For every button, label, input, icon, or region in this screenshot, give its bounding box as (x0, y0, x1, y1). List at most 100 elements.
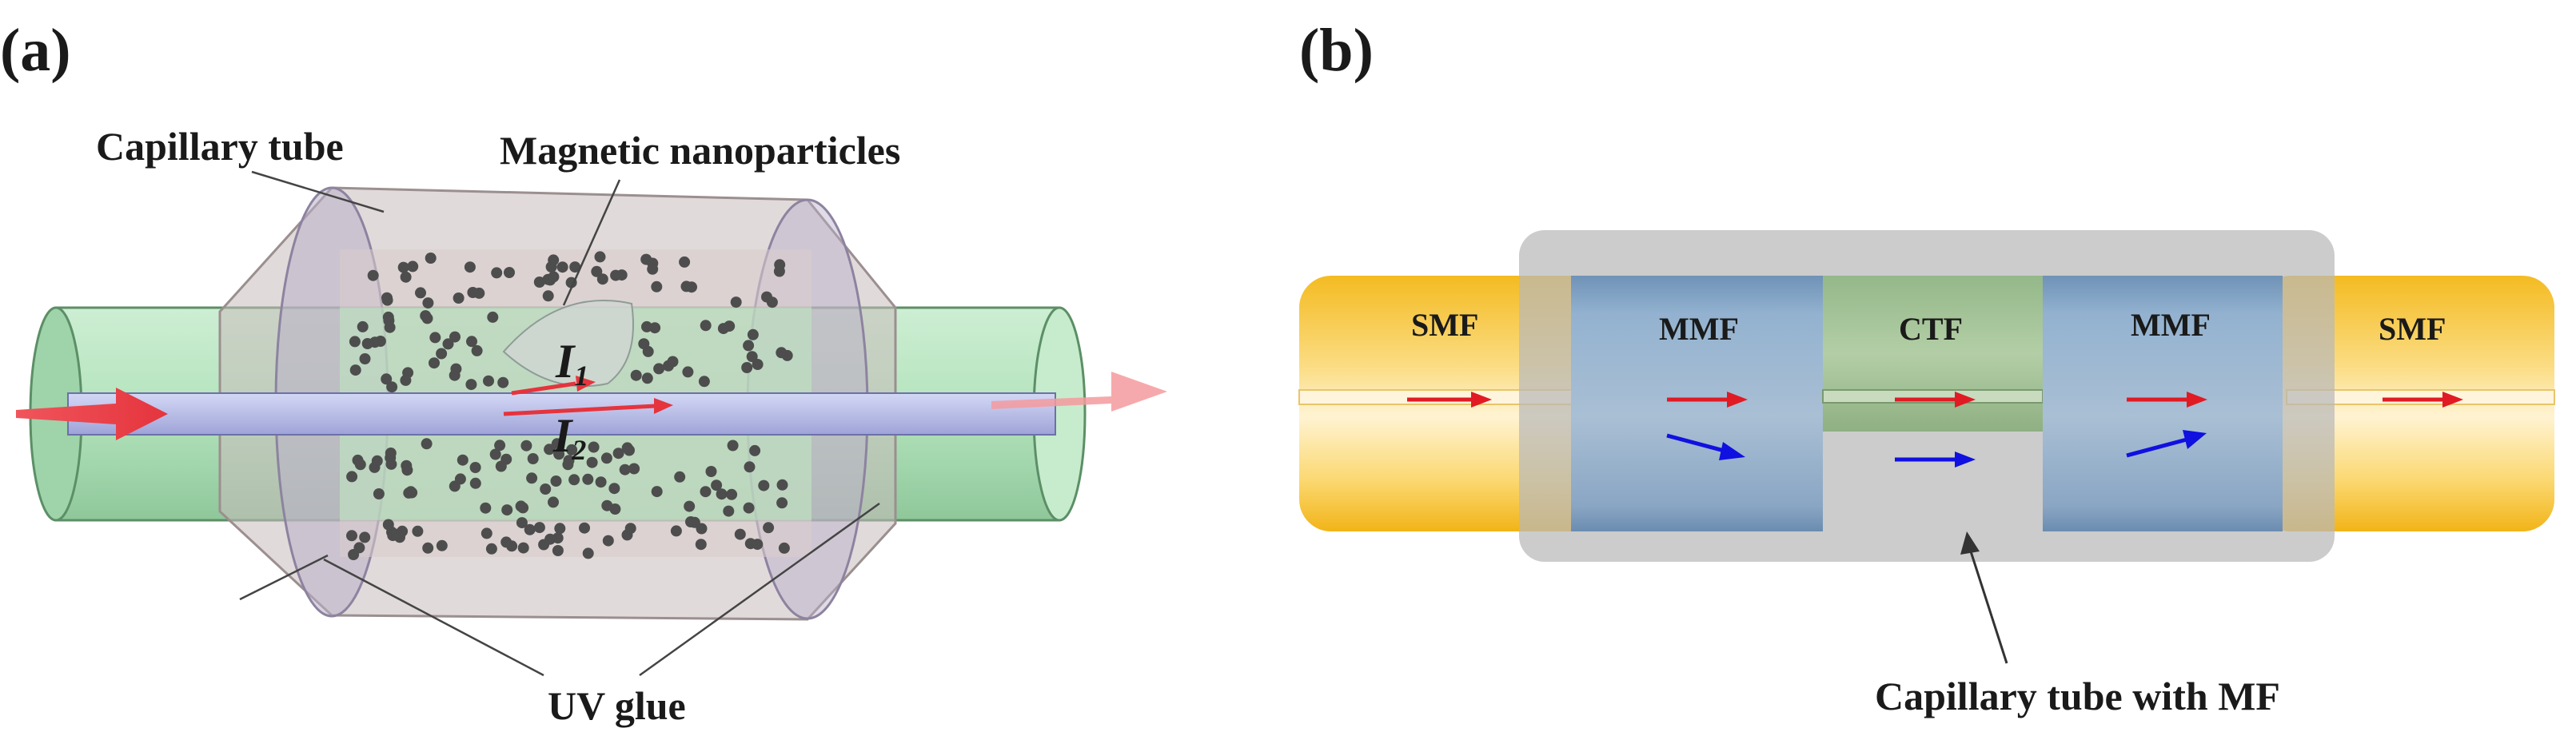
nanoparticle-dot (727, 440, 739, 452)
nanoparticles (346, 251, 793, 560)
capillary-tube-label: Capillary tube (96, 124, 344, 169)
nanoparticle-dot (384, 321, 396, 333)
nanoparticle-dot (533, 277, 545, 288)
nanoparticle-dot (346, 530, 357, 542)
nanoparticle-dot (349, 336, 361, 348)
nanoparticle-dot (401, 460, 413, 471)
nanoparticle-dot (348, 549, 360, 560)
nanoparticle-dot (734, 528, 746, 540)
nanoparticle-dot (464, 261, 476, 273)
nanoparticle-dot (670, 525, 682, 537)
nanoparticle-dot (485, 543, 497, 555)
nanoparticle-dot (591, 265, 603, 277)
nanoparticle-dot (651, 280, 663, 292)
smf-right-label: SMF (2379, 311, 2446, 347)
nanoparticle-dot (453, 292, 465, 304)
nanoparticle-dot (752, 539, 764, 551)
nanoparticle-dot (551, 438, 563, 450)
nanoparticle-dot (467, 287, 479, 298)
nanoparticle-dot (382, 519, 394, 531)
nanoparticle-dot (436, 539, 448, 551)
nanoparticle-dot (602, 535, 614, 547)
nanoparticle-dot (436, 348, 448, 360)
nanoparticle-dot (628, 463, 640, 475)
nanoparticle-dot (674, 471, 686, 483)
nanoparticle-dot (429, 332, 441, 344)
output-arrow (991, 372, 1167, 412)
nanoparticle-dot (594, 251, 606, 263)
nanoparticle-dot (776, 497, 788, 509)
callout-lines (239, 170, 880, 677)
uv-glue-label: UV glue (548, 683, 686, 728)
nanoparticle-dot (711, 479, 723, 491)
nanoparticle-dot (400, 271, 412, 283)
nanoparticle-dot (421, 438, 433, 450)
nanoparticle-dot (550, 475, 562, 487)
nanoparticle-dot (741, 362, 753, 373)
nanoparticle-dot (746, 351, 758, 363)
mmf-right-label: MMF (2131, 307, 2211, 343)
nanoparticle-dot (542, 290, 554, 302)
nanoparticle-dot (616, 269, 628, 281)
nanoparticle-dot (641, 372, 653, 384)
nanoparticle-dot (582, 473, 594, 485)
fiber-core (67, 392, 1056, 436)
smf-left-label: SMF (1411, 307, 1478, 343)
nanoparticle-dot (679, 256, 691, 268)
nanoparticle-dot (527, 453, 539, 464)
nanoparticle-dot (373, 488, 385, 499)
nanoparticle-dot (726, 488, 738, 500)
nanoparticle-dot (649, 322, 661, 334)
nanoparticle-dot (776, 479, 788, 491)
nanoparticle-dot (758, 479, 770, 491)
nanoparticle-dot (653, 363, 665, 375)
panel-b-label: (b) (1299, 17, 1374, 84)
intensity-i1-label: I1 (555, 335, 588, 392)
nanoparticle-dot (469, 477, 481, 489)
nanoparticle-dot (449, 331, 461, 343)
nanoparticle-dot (422, 297, 434, 309)
nanoparticle-dot (385, 448, 397, 459)
nanoparticle-dot (682, 366, 694, 378)
nanoparticle-dot (385, 458, 397, 470)
nanoparticle-dot (582, 547, 594, 559)
nanoparticle-dot (554, 523, 566, 535)
nanoparticle-dot (624, 523, 636, 535)
capillary-mf-label: Capillary tube with MF (1875, 674, 2280, 718)
nanoparticle-dot (371, 455, 383, 467)
nanoparticle-dot (359, 531, 371, 543)
nanoparticle-dot (586, 456, 598, 468)
nanoparticle-dot (621, 442, 633, 454)
nanoparticle-dot (381, 294, 393, 306)
nanoparticle-dot (405, 486, 417, 498)
nanoparticle-dot (730, 296, 742, 308)
mmf-right (2043, 276, 2283, 531)
nanoparticle-dot (526, 472, 538, 484)
nanoparticle-dot (562, 459, 574, 471)
nanoparticle-dot (349, 364, 361, 376)
nanoparticle-dot (608, 483, 620, 495)
nanoparticle-dot (747, 328, 759, 340)
nanoparticle-dot (548, 271, 560, 283)
nanoparticle-dot (588, 441, 600, 453)
nanoparticle-dot (429, 357, 440, 369)
nanoparticle-dot (776, 347, 788, 359)
nanoparticle-dot (415, 287, 426, 299)
nanoparticle-dot (400, 374, 412, 386)
nanoparticle-dot (386, 381, 398, 393)
nanoparticle-dot (465, 379, 477, 391)
nanoparticle-dot (491, 267, 503, 279)
nanoparticle-dot (695, 539, 707, 551)
nanoparticle-dot (556, 261, 568, 273)
nanoparticle-dot (600, 452, 612, 464)
nanoparticle-dot (630, 369, 642, 381)
nanoparticle-dot (568, 474, 580, 486)
nanoparticle-dot (494, 440, 506, 452)
nanoparticle-dot (651, 486, 663, 498)
nanoparticle-dot (504, 267, 515, 278)
nanoparticle-dot (487, 311, 499, 323)
capillary-callout (1960, 531, 2008, 664)
internal-arrows (503, 376, 673, 416)
nanoparticle-dot (457, 454, 469, 466)
input-arrow (16, 388, 168, 440)
